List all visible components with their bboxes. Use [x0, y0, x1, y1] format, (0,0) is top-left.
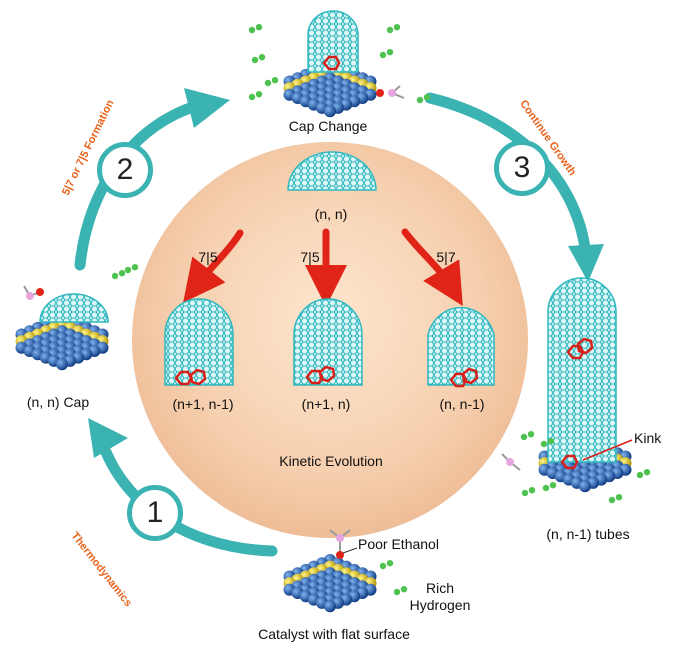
- poor-ethanol-label: Poor Ethanol: [358, 536, 439, 552]
- hydrogen-atom: [111, 272, 119, 280]
- nn-tubes-label: (n, n-1) tubes: [546, 526, 630, 542]
- hydrogen-atom: [520, 433, 528, 441]
- arrow-label-middle: 7|5: [300, 249, 320, 265]
- tall-tube: [547, 277, 617, 463]
- step-3-badge: 3: [494, 140, 550, 196]
- hydrogen-atom: [547, 438, 555, 445]
- hydrogen-atom: [379, 562, 387, 570]
- hydrogen-atom: [386, 49, 394, 56]
- cycle-arrowheads: [88, 88, 604, 458]
- hydrogen-atom: [549, 482, 557, 489]
- hydrogen-atom: [255, 91, 263, 98]
- hydrogen-atom: [248, 93, 256, 101]
- kinetic-evolution-label: Kinetic Evolution: [279, 453, 383, 469]
- hydrogen-atom: [400, 586, 408, 593]
- kink-pointer: [582, 439, 633, 461]
- hydrogen-atom: [423, 94, 431, 101]
- catalyst-atom: [324, 600, 336, 613]
- left-cap-dome: [39, 293, 109, 323]
- center-caps: [164, 298, 495, 388]
- nn-top-cap-label: (n, n): [314, 206, 348, 222]
- hydrogen-atom: [636, 471, 644, 479]
- arrow-label-left: 7|5: [198, 249, 218, 265]
- catalyst-atom: [579, 480, 591, 493]
- hydrogen-atom: [393, 24, 401, 31]
- step-1-badge: 1: [127, 485, 183, 541]
- catalyst-top: [283, 59, 377, 118]
- cap-label-left: (n+1, n-1): [172, 396, 234, 412]
- catalyst-bottom: [283, 554, 377, 613]
- hydrogen-atom: [416, 96, 424, 104]
- catalyst-label: Catalyst with flat surface: [258, 626, 410, 642]
- hydrogen-atom: [521, 489, 529, 497]
- ethanol-molecules: [23, 85, 521, 559]
- hydrogen-atom: [379, 51, 387, 59]
- hydrogen-atom: [124, 266, 132, 274]
- hydrogen-atom: [258, 54, 266, 61]
- hydrogen-atom: [248, 26, 256, 34]
- top-tube: [307, 10, 359, 73]
- hydrogen-atom: [255, 24, 263, 31]
- kink-label: Kink: [634, 430, 662, 446]
- hydrogen-atom: [131, 264, 139, 271]
- hydrogen-atom: [643, 469, 651, 476]
- ethanol-pointer: [342, 547, 358, 554]
- hydrogen-atom: [386, 26, 394, 34]
- hydrogen-molecules: [111, 24, 651, 596]
- hydrogen-atom: [118, 270, 126, 277]
- arrow-label-right: 5|7: [436, 249, 456, 265]
- hydrogen-atom: [251, 56, 259, 64]
- hydrogen-atom: [528, 487, 536, 494]
- hydrogen-atom: [615, 494, 623, 501]
- hydrogen-atom: [608, 496, 616, 504]
- red-arrows: [183, 228, 463, 307]
- hydrogen-atom: [386, 560, 394, 567]
- cap-label-middle: (n+1, n): [301, 396, 351, 412]
- hydrogen-atom: [393, 588, 401, 596]
- catalyst-left: [15, 312, 109, 371]
- hydrogen-atom: [527, 431, 535, 438]
- rich-hydrogen-label: Rich Hydrogen: [409, 580, 471, 613]
- cap-change-label: Cap Change: [288, 118, 368, 134]
- catalyst-atom: [324, 105, 336, 118]
- step-2-badge: 2: [97, 142, 153, 198]
- hydrogen-atom: [542, 484, 550, 492]
- hydrogen-atom: [271, 77, 279, 84]
- nn-cap-label: (n, n) Cap: [26, 394, 90, 410]
- hydrogen-atom: [540, 440, 548, 448]
- catalyst-atom: [56, 358, 68, 371]
- cap-label-right: (n, n-1): [439, 396, 485, 412]
- nn-dome: [287, 151, 377, 191]
- hydrogen-atom: [264, 79, 272, 87]
